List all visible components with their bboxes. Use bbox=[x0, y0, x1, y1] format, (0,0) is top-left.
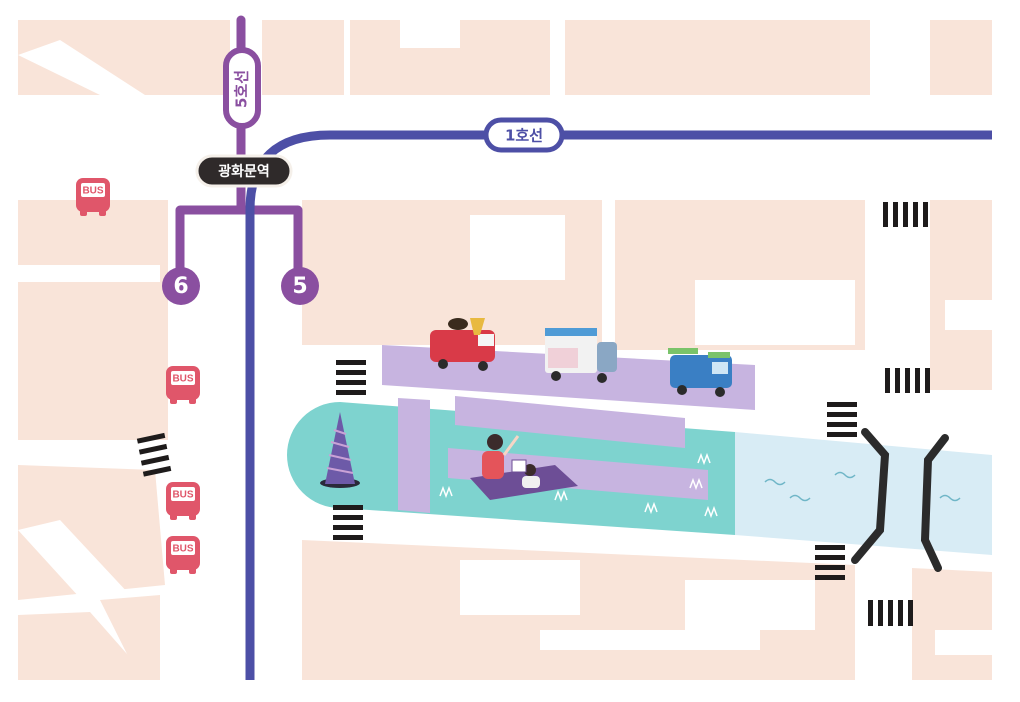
crosswalk-top-right bbox=[883, 202, 928, 227]
water-ripples bbox=[764, 471, 961, 502]
crosswalk-stream-bottom bbox=[815, 545, 845, 580]
plaza-walkway-upper bbox=[455, 396, 685, 448]
block-top-right bbox=[565, 20, 870, 95]
courtyard-bottom-left bbox=[460, 560, 580, 615]
crosswalk-stream-top bbox=[827, 402, 857, 437]
line-5-badge bbox=[223, 47, 261, 129]
crosswalk-left bbox=[136, 432, 172, 477]
food-truck-red-icon bbox=[430, 318, 495, 371]
station-name: 광화문역 bbox=[218, 163, 270, 180]
courtyard-far-right bbox=[945, 300, 992, 330]
courtyard-bottom-far-right bbox=[935, 630, 992, 655]
block-left-bottom-small bbox=[100, 595, 160, 680]
spiral-sculpture-icon bbox=[320, 412, 360, 488]
block-top-center-left bbox=[262, 20, 344, 95]
exit-6-marker[interactable]: 6 bbox=[162, 267, 200, 305]
crosswalk-plaza-bottom-left bbox=[333, 505, 363, 540]
crosswalk-right-mid bbox=[885, 368, 930, 393]
svg-text:BUS: BUS bbox=[172, 544, 193, 555]
food-truck-blue-icon bbox=[668, 348, 732, 397]
exit-6-number: 6 bbox=[173, 274, 188, 299]
road-diagonal-top-left bbox=[18, 40, 145, 95]
grass-tufts bbox=[439, 452, 718, 519]
plaza-walkway-vertical bbox=[398, 398, 430, 513]
exit-5-marker[interactable]: 5 bbox=[281, 267, 319, 305]
subway-line-1: 1호선 bbox=[245, 117, 992, 680]
courtyard-top-center bbox=[400, 20, 460, 48]
city-blocks bbox=[18, 20, 992, 680]
bridge bbox=[851, 428, 949, 572]
crosswalk-plaza-top-left bbox=[336, 360, 366, 395]
subway-line-5: 5호선 bbox=[175, 15, 303, 270]
block-far-right-mid bbox=[930, 200, 992, 390]
block-bottom-far-right bbox=[912, 568, 992, 680]
courtyard-bottom-right bbox=[685, 580, 815, 630]
line-1-label: 1호선 bbox=[505, 127, 543, 145]
bus-stop-icon[interactable]: BUS bbox=[166, 366, 200, 404]
road-diagonal-left-lower bbox=[18, 520, 130, 598]
road-bottom-inner bbox=[540, 630, 760, 650]
bus-stop-icon[interactable]: BUS bbox=[166, 482, 200, 520]
bus-stop-icon[interactable]: BUS bbox=[76, 178, 110, 216]
svg-text:BUS: BUS bbox=[172, 374, 193, 385]
picnic-icon bbox=[470, 434, 578, 500]
line-5-label: 5호선 bbox=[233, 70, 251, 108]
block-left-bottom bbox=[18, 612, 150, 680]
svg-text:BUS: BUS bbox=[172, 490, 193, 501]
food-truck-white-icon bbox=[545, 328, 617, 383]
station-marker[interactable]: 광화문역 bbox=[195, 154, 293, 188]
exit-5-number: 5 bbox=[292, 274, 307, 299]
crosswalk-bottom-right bbox=[868, 600, 913, 626]
block-top-far-right bbox=[930, 20, 992, 95]
bus-stop-icon[interactable]: BUS bbox=[166, 536, 200, 574]
courtyard-center-mid bbox=[470, 215, 565, 280]
block-left-mid bbox=[18, 200, 168, 440]
line-1-badge bbox=[483, 117, 565, 153]
svg-text:BUS: BUS bbox=[82, 186, 103, 197]
courtyard-right-mid bbox=[695, 280, 855, 345]
road-left-mid bbox=[18, 265, 160, 282]
crosswalks bbox=[136, 202, 930, 626]
